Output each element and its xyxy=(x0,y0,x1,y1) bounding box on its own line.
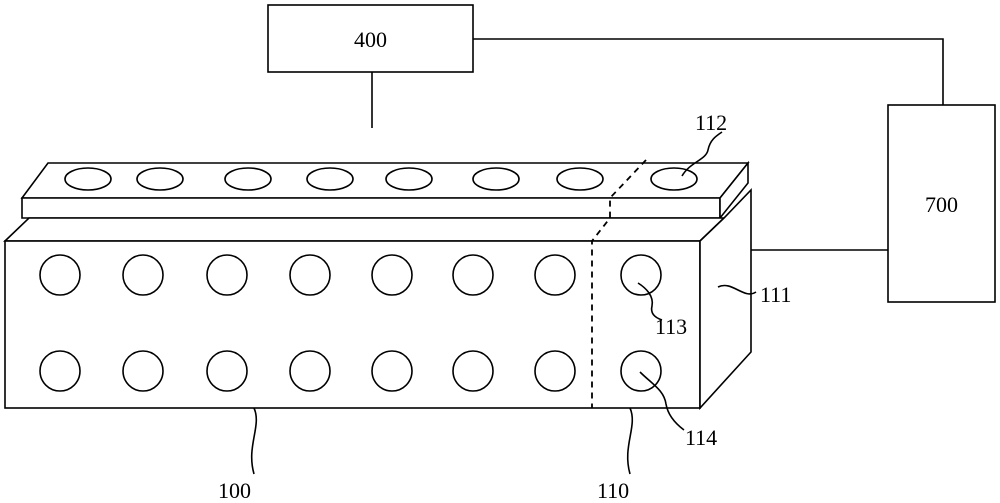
front-hole xyxy=(289,254,331,296)
front-hole xyxy=(39,350,81,392)
ref-112: 112 xyxy=(695,110,727,135)
leader-113 xyxy=(637,282,663,321)
front-hole xyxy=(452,350,494,392)
front-hole xyxy=(206,254,248,296)
front-hole xyxy=(371,254,413,296)
ref-111: 111 xyxy=(760,282,791,307)
ref-113: 113 xyxy=(655,314,687,339)
division-dashed-line xyxy=(591,159,647,408)
box-400: 400 xyxy=(267,4,474,73)
top-hole xyxy=(650,167,698,191)
leader-112 xyxy=(681,131,723,177)
ref-110: 110 xyxy=(597,478,629,503)
front-hole xyxy=(122,254,164,296)
connector-400-to-700 xyxy=(473,38,944,105)
front-hole xyxy=(371,350,413,392)
front-hole xyxy=(620,254,662,296)
upper-plate xyxy=(20,160,750,221)
front-hole xyxy=(206,350,248,392)
top-hole xyxy=(556,167,604,191)
top-hole-row xyxy=(64,167,698,191)
leader-114 xyxy=(639,371,685,431)
front-hole xyxy=(122,350,164,392)
ref-114: 114 xyxy=(685,425,717,450)
top-hole xyxy=(64,167,112,191)
front-hole xyxy=(534,350,576,392)
ref-100: 100 xyxy=(218,478,251,503)
front-hole xyxy=(534,254,576,296)
main-block xyxy=(3,188,752,411)
leader-100 xyxy=(250,407,258,475)
box-400-label: 400 xyxy=(354,27,387,52)
front-hole xyxy=(39,254,81,296)
top-hole xyxy=(224,167,272,191)
top-hole xyxy=(136,167,184,191)
box-700-label: 700 xyxy=(925,192,958,217)
top-hole xyxy=(306,167,354,191)
leader-110 xyxy=(626,407,634,475)
front-hole xyxy=(452,254,494,296)
top-hole xyxy=(472,167,520,191)
top-hole xyxy=(385,167,433,191)
box-700: 700 xyxy=(887,104,996,303)
front-hole xyxy=(289,350,331,392)
leader-111 xyxy=(717,284,757,295)
front-hole-row-1 xyxy=(39,254,662,296)
